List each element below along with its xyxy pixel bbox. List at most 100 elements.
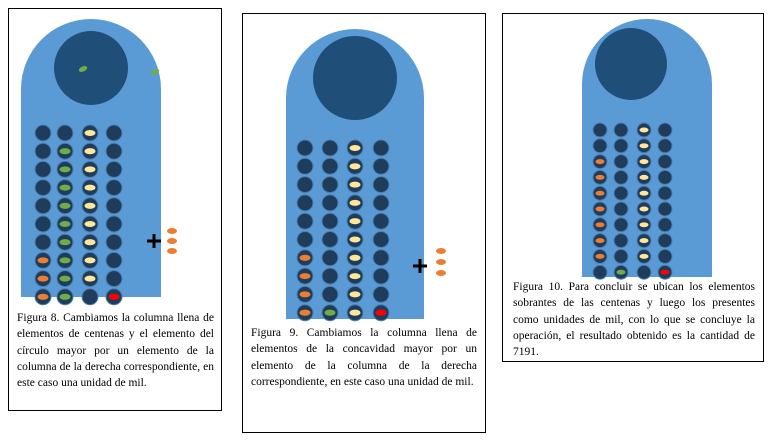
figure-8-caption: Figura 8. Cambiamos la columna llena de … — [17, 312, 214, 390]
abacus-hole — [321, 285, 339, 303]
orange-chip — [595, 174, 605, 180]
abacus-hole — [296, 139, 314, 157]
abacus-hole — [34, 142, 52, 160]
abacus-hole — [657, 233, 673, 249]
green-chip-outside — [150, 69, 160, 75]
yellow-chip — [84, 239, 96, 246]
abacus-hole — [613, 217, 629, 233]
yellow-chip — [349, 199, 361, 206]
abacus-hole — [372, 231, 390, 248]
green-chip — [59, 166, 71, 173]
green-chip — [59, 184, 71, 191]
yellow-chip — [639, 238, 649, 244]
green-chip — [324, 309, 336, 316]
abacus-hole — [56, 124, 74, 142]
orange-chip-outside — [436, 248, 446, 254]
abacus-hole — [372, 212, 390, 230]
yellow-chip — [84, 275, 96, 282]
abacus-hole — [321, 176, 339, 194]
yellow-chip — [639, 206, 649, 212]
abacus-hole — [657, 185, 673, 201]
abacus-hole — [657, 122, 673, 138]
orange-chip-outside — [167, 248, 177, 254]
abacus-hole — [105, 160, 123, 178]
red-chip — [375, 309, 387, 316]
abacus-hole — [657, 248, 673, 264]
abacus-hole — [321, 194, 339, 212]
abacus-hole — [592, 264, 608, 280]
abacus-hole — [321, 231, 339, 248]
large-circle — [313, 36, 397, 120]
abacus-hole — [81, 288, 99, 306]
yellow-chip — [639, 127, 649, 133]
abacus-hole — [613, 201, 629, 217]
yellow-chip — [84, 220, 96, 228]
figure-9-panel: Figura 9. Cambiamos la columna llena de … — [242, 13, 486, 433]
abacus-hole — [321, 139, 339, 157]
red-chip — [108, 293, 120, 300]
green-chip — [59, 202, 71, 209]
abacus-hole — [372, 176, 390, 194]
green-chip — [59, 220, 71, 228]
abacus-hole — [105, 270, 123, 288]
yellow-chip — [349, 181, 361, 188]
abacus-hole — [105, 179, 123, 197]
yellow-chip — [84, 129, 96, 137]
abacus-hole — [592, 122, 608, 138]
orange-chip — [595, 206, 605, 212]
yellow-chip — [639, 143, 649, 149]
green-chip — [59, 275, 71, 282]
orange-chip — [595, 253, 605, 259]
orange-chip — [37, 293, 49, 300]
green-chip — [616, 269, 626, 275]
abacus-hole — [657, 201, 673, 217]
abacus-hole — [613, 248, 629, 264]
abacus-hole — [105, 215, 123, 233]
abacus-hole — [372, 249, 390, 267]
abacus-hole — [105, 142, 123, 160]
abacus-hole — [613, 122, 629, 138]
yellow-chip — [349, 291, 361, 298]
orange-chip — [37, 275, 49, 282]
abacus-hole — [296, 231, 314, 248]
yellow-chip — [349, 218, 361, 225]
green-chip — [59, 239, 71, 246]
abacus-hole — [372, 285, 390, 303]
yellow-chip — [349, 254, 361, 261]
abacus-hole — [34, 215, 52, 233]
orange-chip — [299, 273, 311, 280]
abacus-hole — [34, 124, 52, 142]
abacus-hole — [613, 154, 629, 170]
yellow-chip — [639, 222, 649, 228]
orange-chip — [595, 222, 605, 228]
yellow-chip — [349, 236, 361, 243]
figure-8-panel: Figura 8. Cambiamos la columna llena de … — [8, 8, 222, 411]
abacus-hole — [657, 169, 673, 185]
abacus-hole — [613, 169, 629, 185]
yellow-chip — [349, 144, 361, 152]
abacus-illustration — [286, 29, 446, 322]
abacus-hole — [636, 264, 652, 280]
plus-sign — [413, 259, 427, 273]
yellow-chip — [639, 174, 649, 180]
abacus-hole — [592, 138, 608, 154]
orange-chip — [299, 291, 311, 298]
abacus-hole — [657, 138, 673, 154]
green-chip — [78, 66, 88, 72]
large-circle — [54, 31, 128, 105]
abacus-hole — [372, 157, 390, 175]
abacus-hole — [372, 139, 390, 157]
abacus-hole — [296, 157, 314, 175]
green-chip — [59, 148, 71, 155]
yellow-chip — [84, 202, 96, 209]
abacus-hole — [105, 233, 123, 251]
abacus-hole — [34, 160, 52, 178]
figure-10-panel: Figura 10. Para concluir se ubican los e… — [502, 13, 764, 362]
abacus-hole — [296, 176, 314, 194]
plus-sign — [147, 234, 161, 248]
abacus-hole — [296, 194, 314, 212]
abacus-hole — [34, 197, 52, 215]
large-circle — [595, 28, 667, 100]
yellow-chip — [84, 257, 96, 264]
yellow-chip — [349, 309, 361, 316]
